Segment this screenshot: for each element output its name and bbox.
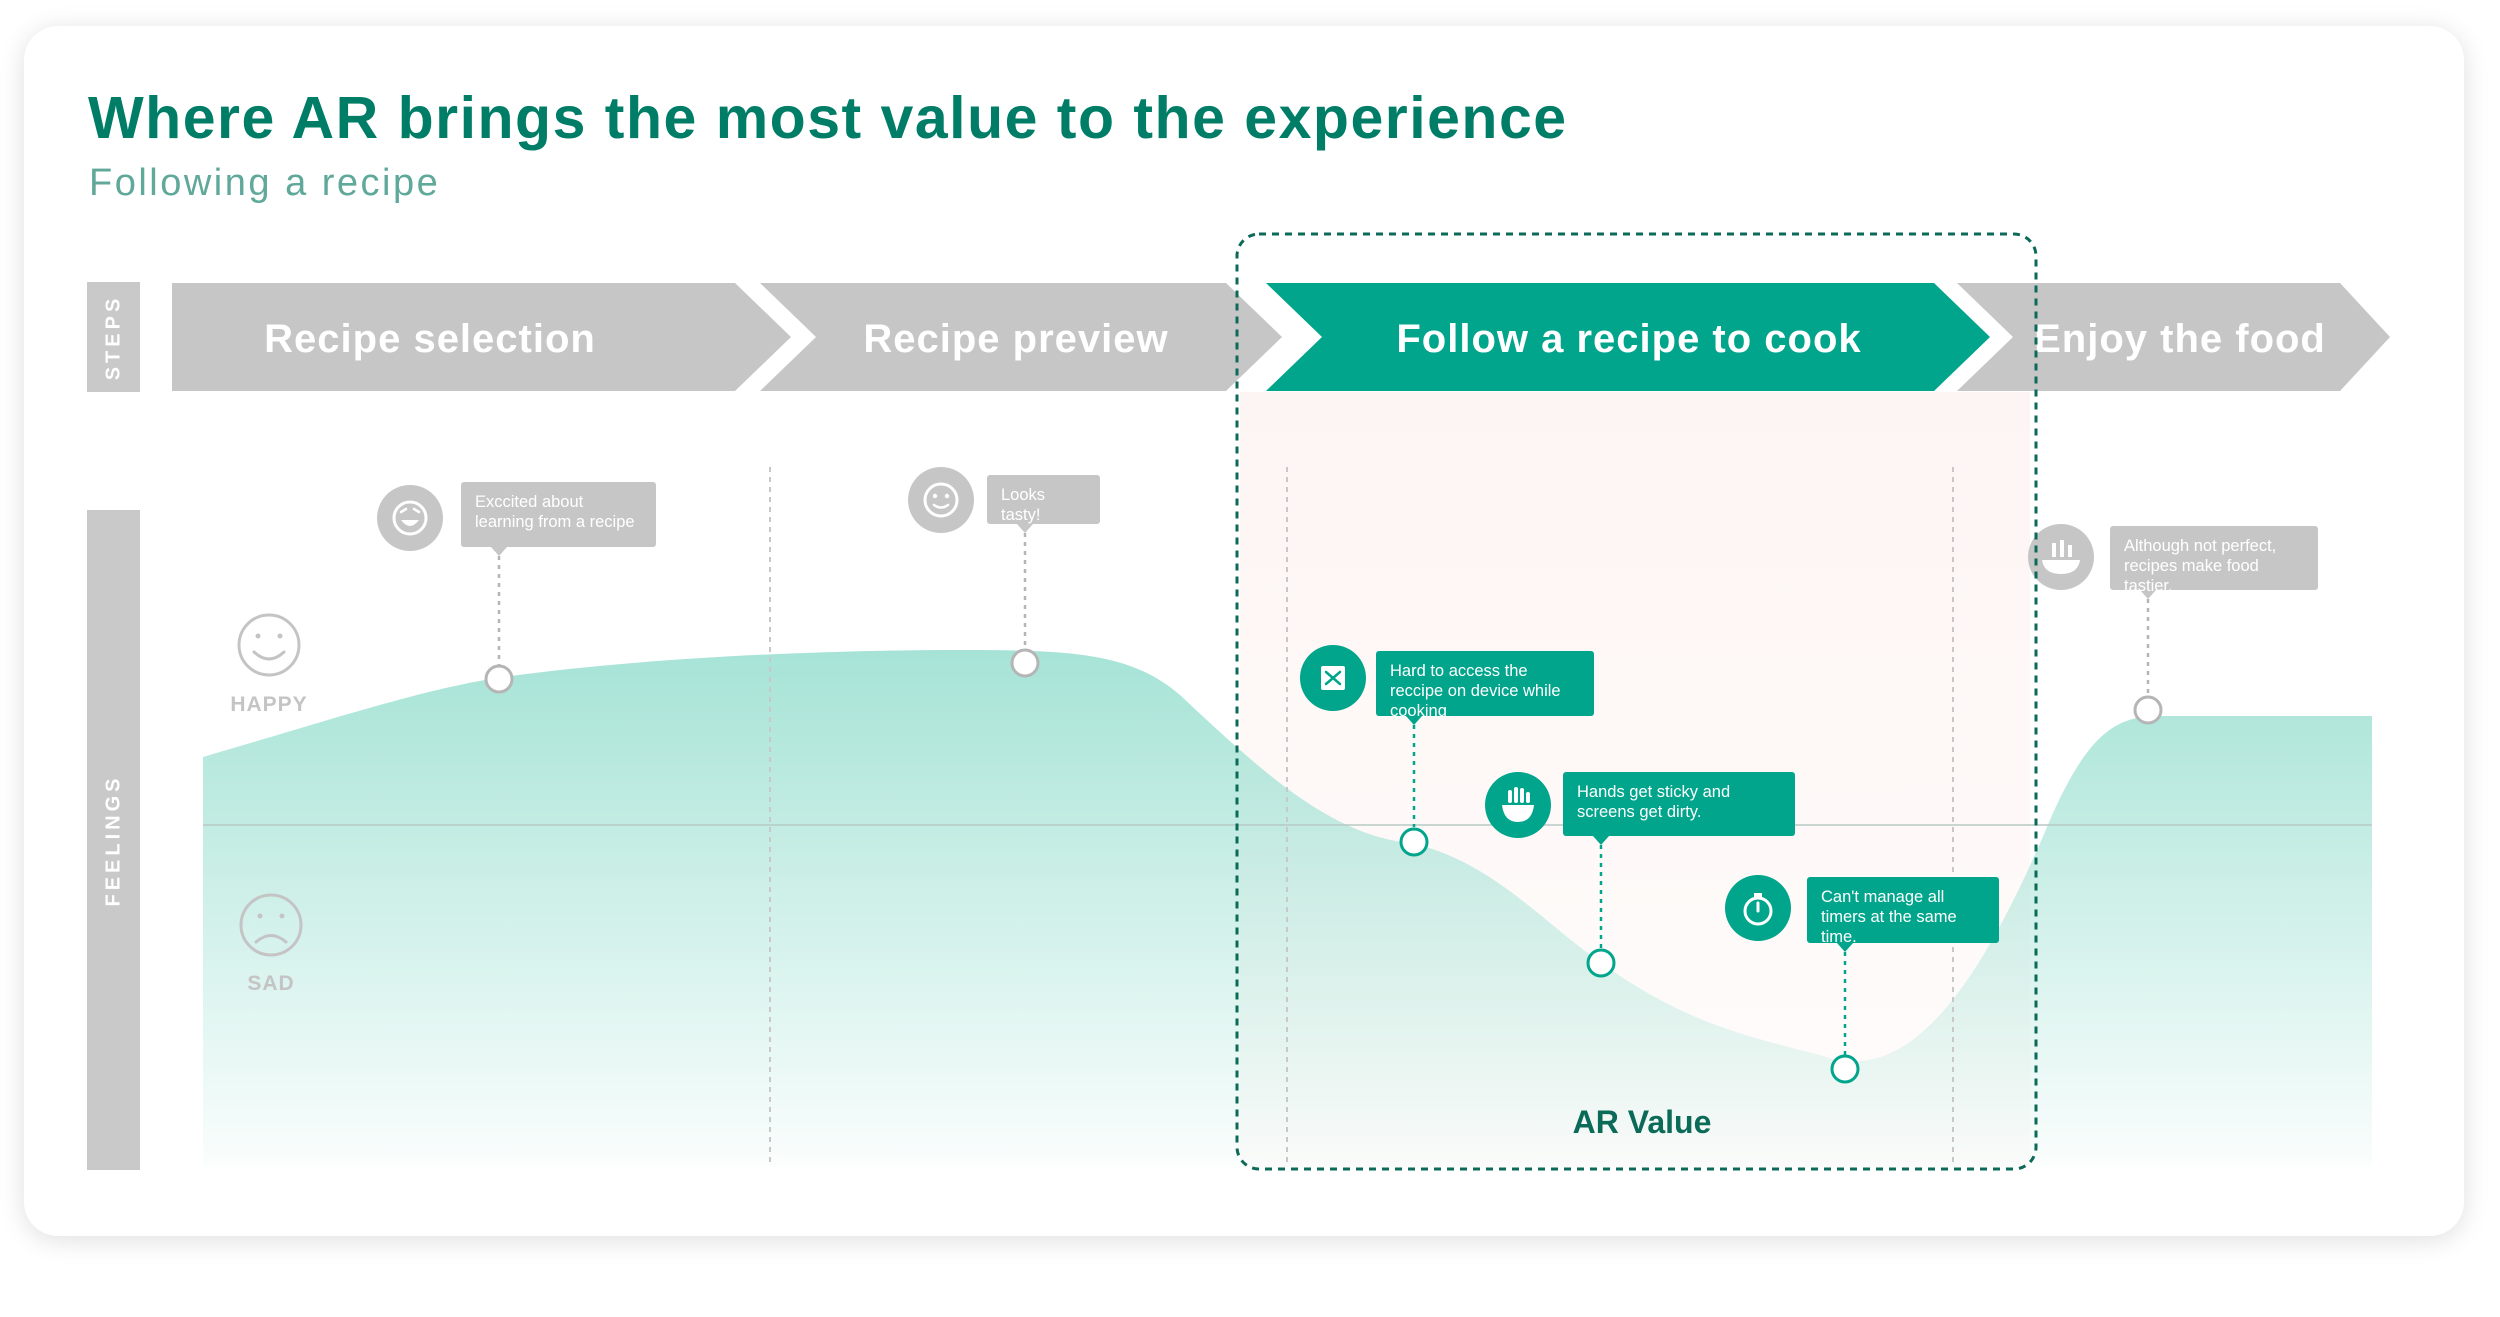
- step-label-4: Enjoy the food: [2034, 317, 2326, 361]
- happy-label: HAPPY: [230, 693, 307, 716]
- curve-point: [484, 664, 514, 694]
- callout-sticky-hands: Hands get sticky and screens get dirty.: [1563, 772, 1795, 836]
- callout-pointer: [1017, 524, 1033, 533]
- step-label-2: Recipe preview: [863, 317, 1168, 361]
- step-label-3: Follow a recipe to cook: [1396, 317, 1861, 361]
- callout-timers: Can't manage all timers at the same time…: [1807, 877, 1999, 946]
- feelings-row-label: FEELINGS: [87, 510, 140, 1170]
- step-chevron-1: [172, 283, 791, 391]
- step-chevron-4: [1957, 283, 2390, 391]
- callout-hard-to-access: Hard to access the reccipe on device whi…: [1376, 651, 1594, 720]
- step-chevron-3: [1266, 283, 1990, 391]
- step-label-1: Recipe selection: [264, 317, 596, 361]
- page-title: Where AR brings the most value to the ex…: [88, 85, 1568, 151]
- sad-face-icon: [239, 893, 303, 957]
- callout-tastier: Although not perfect, recipes make food …: [2110, 526, 2318, 595]
- callout-pointer: [491, 547, 507, 556]
- hand-bowl-icon: [1485, 772, 1551, 838]
- timer-icon: [1725, 875, 1791, 941]
- curve-point: [1010, 648, 1040, 678]
- page-subtitle: Following a recipe: [89, 162, 441, 204]
- curve-point: [2133, 695, 2163, 725]
- steps-row-label: STEPS: [87, 282, 140, 392]
- sad-label: SAD: [247, 972, 294, 995]
- callout-excited: Exccited about learning from a recipe: [461, 482, 656, 547]
- food-plate-icon: [2028, 524, 2094, 590]
- callout-pointer: [1406, 716, 1422, 725]
- ar-value-frame: [1235, 232, 2038, 1171]
- happy-face-icon: [237, 613, 301, 677]
- tongue-face-icon: [908, 467, 974, 533]
- curve-point: [1399, 827, 1429, 857]
- curve-point: [1830, 1054, 1860, 1084]
- callout-pointer: [1837, 943, 1853, 952]
- callout-pointer: [2140, 590, 2156, 599]
- callout-looks-tasty: Looks tasty!: [987, 475, 1100, 524]
- laughing-face-icon: [377, 485, 443, 551]
- ar-value-label: AR Value: [1573, 1104, 1712, 1140]
- recipe-card-icon: [1300, 645, 1366, 711]
- curve-point: [1586, 948, 1616, 978]
- callout-pointer: [1593, 836, 1609, 845]
- step-chevron-2: [760, 283, 1282, 391]
